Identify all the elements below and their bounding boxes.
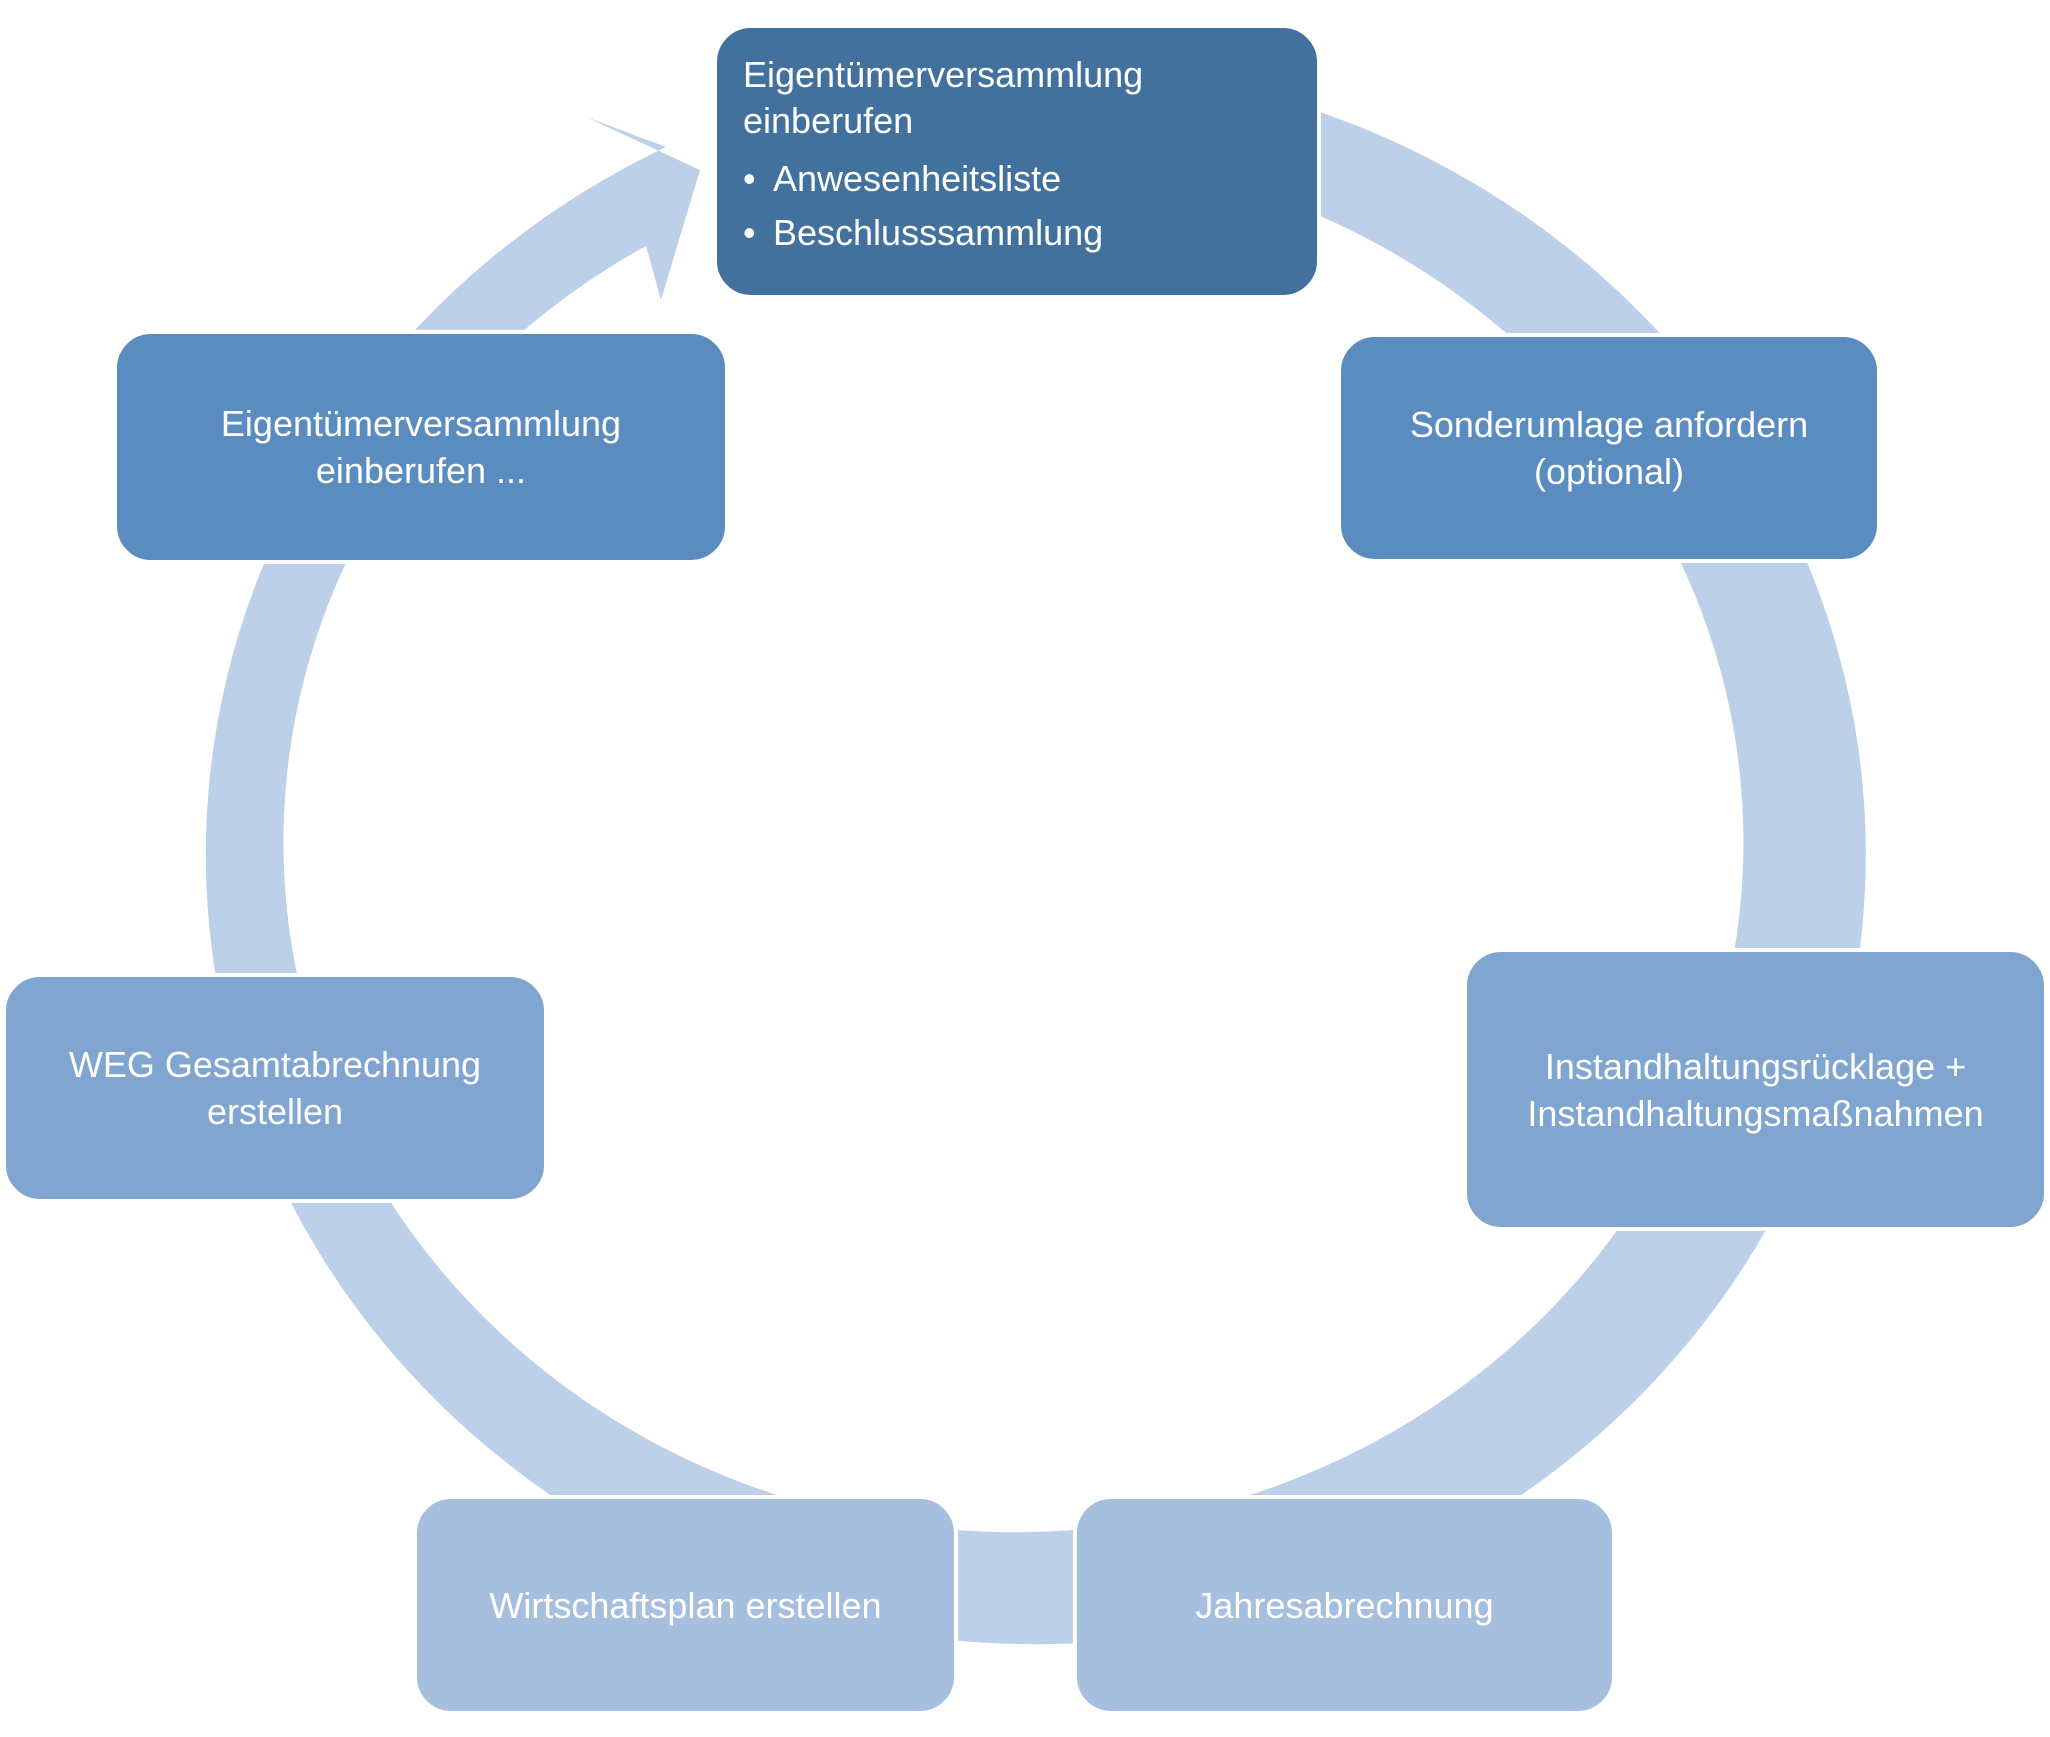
step-wirtschaftsplan-erstellen: Wirtschaftsplan erstellen: [413, 1495, 958, 1715]
step-eigentuemerversammlung-einberufen: Eigentümerversammlung einberufen Anwesen…: [713, 24, 1321, 299]
step-eigentuemerversammlung-einberufen-2: Eigentümerversammlung einberufen ...: [113, 330, 729, 564]
step-jahresabrechnung: Jahresabrechnung: [1073, 1495, 1616, 1715]
bullet-beschlusssammlung: Beschlusssammlung: [743, 206, 1291, 260]
step-label-line1: Sonderumlage anfordern: [1409, 404, 1809, 445]
step-sonderumlage-anfordern: Sonderumlage anfordern (optional): [1337, 333, 1881, 563]
step-label-line1: Wirtschaftsplan erstellen: [489, 1584, 882, 1626]
step-label-line1: Instandhaltungsrücklage +: [1544, 1045, 1967, 1087]
step-label-line2: Instandhaltungsmaßnahmen: [1527, 1092, 1984, 1134]
step-instandhaltung: Instandhaltungsrücklage + Instandhaltung…: [1463, 948, 2048, 1231]
step-label-line2: (optional): [1533, 451, 1685, 492]
step-label-line1: Jahresabrechnung: [1195, 1584, 1494, 1626]
step-bullet-list: Anwesenheitsliste Beschlusssammlung: [743, 152, 1291, 260]
step-label-line1: WEG Gesamtabrechnung: [68, 1044, 482, 1085]
step-label-line2: einberufen ...: [315, 450, 527, 491]
step-label-line1: Eigentümerversammlung: [220, 403, 622, 444]
step-weg-gesamtabrechnung: WEG Gesamtabrechnung erstellen: [2, 973, 548, 1203]
step-title: Eigentümerversammlung einberufen: [743, 54, 1144, 141]
step-label-line2: erstellen: [206, 1091, 344, 1132]
bullet-anwesenheitsliste: Anwesenheitsliste: [743, 152, 1291, 206]
